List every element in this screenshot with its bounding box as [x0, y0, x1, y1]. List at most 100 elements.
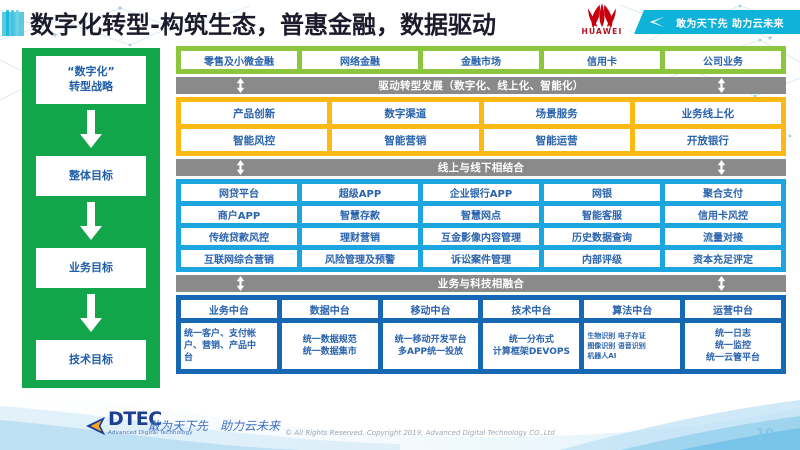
card-business-online[interactable]: 业务线上化 — [634, 102, 781, 124]
header-ribbon-text: 敢为天下先 助力云未来 — [676, 18, 784, 30]
card-retail-micro-finance[interactable]: 零售及小微金融 — [181, 51, 297, 69]
card-smart-operations[interactable]: 智能运营 — [483, 129, 630, 151]
detail-line: 图像识别 语音识别 — [587, 341, 646, 350]
strategy-step-digital-strategy[interactable]: “数字化” 转型战略 — [36, 56, 146, 104]
card-litigation-management[interactable]: 诉讼案件管理 — [423, 250, 539, 267]
connector-online-offline: 线上与线下相结合 — [176, 159, 786, 176]
band-transformation: 产品创新 数字渠道 场景服务 业务线上化 智能风控 智能营销 智能运营 开放银行 — [176, 97, 786, 156]
huawei-flower-icon — [588, 3, 616, 28]
strategy-step-business-goal[interactable]: 业务目标 — [36, 248, 146, 288]
card-corporate-business[interactable]: 公司业务 — [665, 51, 781, 69]
detail-line: 生物识别 电子存证 — [587, 331, 646, 340]
band-business-lines: 零售及小微金融 网络金融 金融市场 信用卡 公司业务 — [176, 46, 786, 74]
strategy-flow-column: “数字化” 转型战略 整体目标 业务目标 技术目标 — [22, 48, 160, 388]
double-arrow-icon — [717, 276, 726, 291]
detail-line: 计算框架DEVOPS — [492, 347, 570, 357]
connector-business-technology-fusion: 业务与科技相融合 — [176, 275, 786, 292]
band-row: 网贷平台 超级APP 企业银行APP 网银 聚合支付 — [181, 184, 781, 201]
card-open-banking[interactable]: 开放银行 — [634, 129, 781, 151]
copyright-text: © All Rights Reserved. Copyright 2019, A… — [285, 429, 555, 437]
double-arrow-icon — [236, 78, 245, 93]
step-line: 业务目标 — [69, 260, 113, 274]
down-arrow-icon-2 — [78, 196, 104, 248]
band-row: 智能风控 智能营销 智能运营 开放银行 — [181, 129, 781, 151]
double-arrow-icon — [717, 78, 726, 93]
detail-data-platform[interactable]: 统一数据规范 统一数据集市 — [281, 323, 378, 369]
page-number: 10 — [755, 427, 774, 442]
detail-line: 统一客户、支付帐 — [184, 328, 257, 339]
card-business-platform[interactable]: 业务中台 — [181, 300, 277, 318]
card-corporate-banking-app[interactable]: 企业银行APP — [423, 184, 539, 201]
detail-line: 多APP统一投放 — [397, 347, 464, 357]
card-technology-platform[interactable]: 技术中台 — [483, 300, 580, 318]
card-algorithm-platform[interactable]: 算法中台 — [584, 300, 681, 318]
card-data-platform[interactable]: 数据中台 — [281, 300, 378, 318]
detail-mobile-platform[interactable]: 统一移动开发平台 多APP统一投放 — [382, 323, 479, 369]
card-smart-risk-control[interactable]: 智能风控 — [181, 129, 328, 151]
band-row: 互联网综合营销 风险管理及预警 诉讼案件管理 内部评级 资本充足评定 — [181, 250, 781, 267]
strategy-step-overall-goal[interactable]: 整体目标 — [36, 156, 146, 196]
card-digital-channel[interactable]: 数字渠道 — [332, 102, 479, 124]
detail-line: 台 — [184, 353, 194, 364]
card-super-app[interactable]: 超级APP — [302, 184, 418, 201]
detail-line: 统一云管平台 — [706, 353, 761, 364]
card-image-content-management[interactable]: 互金影像内容管理 — [423, 228, 539, 245]
detail-technology-platform[interactable]: 统一分布式 计算框架DEVOPS — [483, 323, 580, 369]
card-credit-card[interactable]: 信用卡 — [544, 51, 660, 69]
card-smart-deposit[interactable]: 智慧存款 — [302, 206, 418, 223]
detail-operations-platform[interactable]: 统一日志 统一监控 统一云管平台 — [685, 323, 781, 369]
header-accent-bars-icon — [6, 10, 28, 36]
band-platforms: 业务中台 数据中台 移动中台 技术中台 算法中台 运营中台 统一客户、支付帐 户… — [176, 295, 786, 374]
card-capital-adequacy[interactable]: 资本充足评定 — [665, 250, 781, 267]
card-traditional-loan-risk[interactable]: 传统贷款风控 — [181, 228, 297, 245]
page-title: 数字化转型-构筑生态，普惠金融，数据驱动 — [30, 11, 496, 39]
card-credit-card-risk[interactable]: 信用卡风控 — [665, 206, 781, 223]
step-line: 转型战略 — [69, 80, 113, 93]
card-financial-markets[interactable]: 金融市场 — [423, 51, 539, 69]
connector-label: 业务与科技相融合 — [437, 278, 525, 290]
card-internet-finance[interactable]: 网络金融 — [302, 51, 418, 69]
detail-line: 统一日志 — [715, 328, 752, 339]
card-scenario-service[interactable]: 场景服务 — [483, 102, 630, 124]
detail-line: 统一数据规范 — [302, 334, 357, 345]
card-risk-management-alert[interactable]: 风险管理及预警 — [302, 250, 418, 267]
card-smart-branch[interactable]: 智慧网点 — [423, 206, 539, 223]
architecture-stack: 零售及小微金融 网络金融 金融市场 信用卡 公司业务 驱动转型发展（数字化、线上… — [176, 46, 786, 374]
connector-label: 驱动转型发展（数字化、线上化、智能化） — [378, 80, 584, 92]
strategy-step-technology-goal[interactable]: 技术目标 — [36, 340, 146, 380]
connector-driving-transformation: 驱动转型发展（数字化、线上化、智能化） — [176, 77, 786, 94]
card-historical-data-query[interactable]: 历史数据查询 — [544, 228, 660, 245]
band-row: 统一客户、支付帐 户、营销、产品中 台 统一数据规范 统一数据集市 统一移动开发… — [181, 323, 781, 369]
step-line: 技术目标 — [69, 352, 113, 366]
card-smart-marketing[interactable]: 智能营销 — [332, 129, 479, 151]
card-internal-rating[interactable]: 内部评级 — [544, 250, 660, 267]
huawei-wordmark: HUAWEI — [581, 27, 623, 36]
card-merchant-app[interactable]: 商户APP — [181, 206, 297, 223]
card-smart-customer-service[interactable]: 智能客服 — [544, 206, 660, 223]
card-aggregate-payment[interactable]: 聚合支付 — [665, 184, 781, 201]
card-traffic-integration[interactable]: 流量对接 — [665, 228, 781, 245]
band-row: 业务中台 数据中台 移动中台 技术中台 算法中台 运营中台 — [181, 300, 781, 318]
band-row: 产品创新 数字渠道 场景服务 业务线上化 — [181, 102, 781, 124]
detail-line: 统一监控 — [715, 340, 752, 351]
card-online-banking[interactable]: 网银 — [544, 184, 660, 201]
card-wealth-marketing[interactable]: 理财营销 — [302, 228, 418, 245]
detail-business-platform[interactable]: 统一客户、支付帐 户、营销、产品中 台 — [181, 323, 277, 369]
double-arrow-icon — [717, 160, 726, 175]
step-line: “数字化” — [67, 65, 115, 79]
header-ribbon: 敢为天下先 助力云未来 — [634, 10, 800, 34]
connector-label: 线上与线下相结合 — [437, 162, 525, 174]
detail-algorithm-platform[interactable]: 生物识别 电子存证 图像识别 语音识别 机器人AI — [584, 323, 681, 369]
card-internet-marketing[interactable]: 互联网综合营销 — [181, 250, 297, 267]
detail-line: 统一数据集市 — [302, 347, 357, 357]
band-row: 零售及小微金融 网络金融 金融市场 信用卡 公司业务 — [181, 51, 781, 69]
card-online-lending-platform[interactable]: 网贷平台 — [181, 184, 297, 201]
down-arrow-icon-3 — [78, 288, 104, 340]
slide-header: 数字化转型-构筑生态，普惠金融，数据驱动 HUAWEI 敢为天下先 助力云未来 — [0, 0, 800, 44]
card-product-innovation[interactable]: 产品创新 — [181, 102, 328, 124]
band-row: 商户APP 智慧存款 智慧网点 智能客服 信用卡风控 — [181, 206, 781, 223]
band-row: 传统贷款风控 理财营销 互金影像内容管理 历史数据查询 流量对接 — [181, 228, 781, 245]
card-operations-platform[interactable]: 运营中台 — [685, 300, 781, 318]
double-arrow-icon — [236, 276, 245, 291]
card-mobile-platform[interactable]: 移动中台 — [382, 300, 479, 318]
